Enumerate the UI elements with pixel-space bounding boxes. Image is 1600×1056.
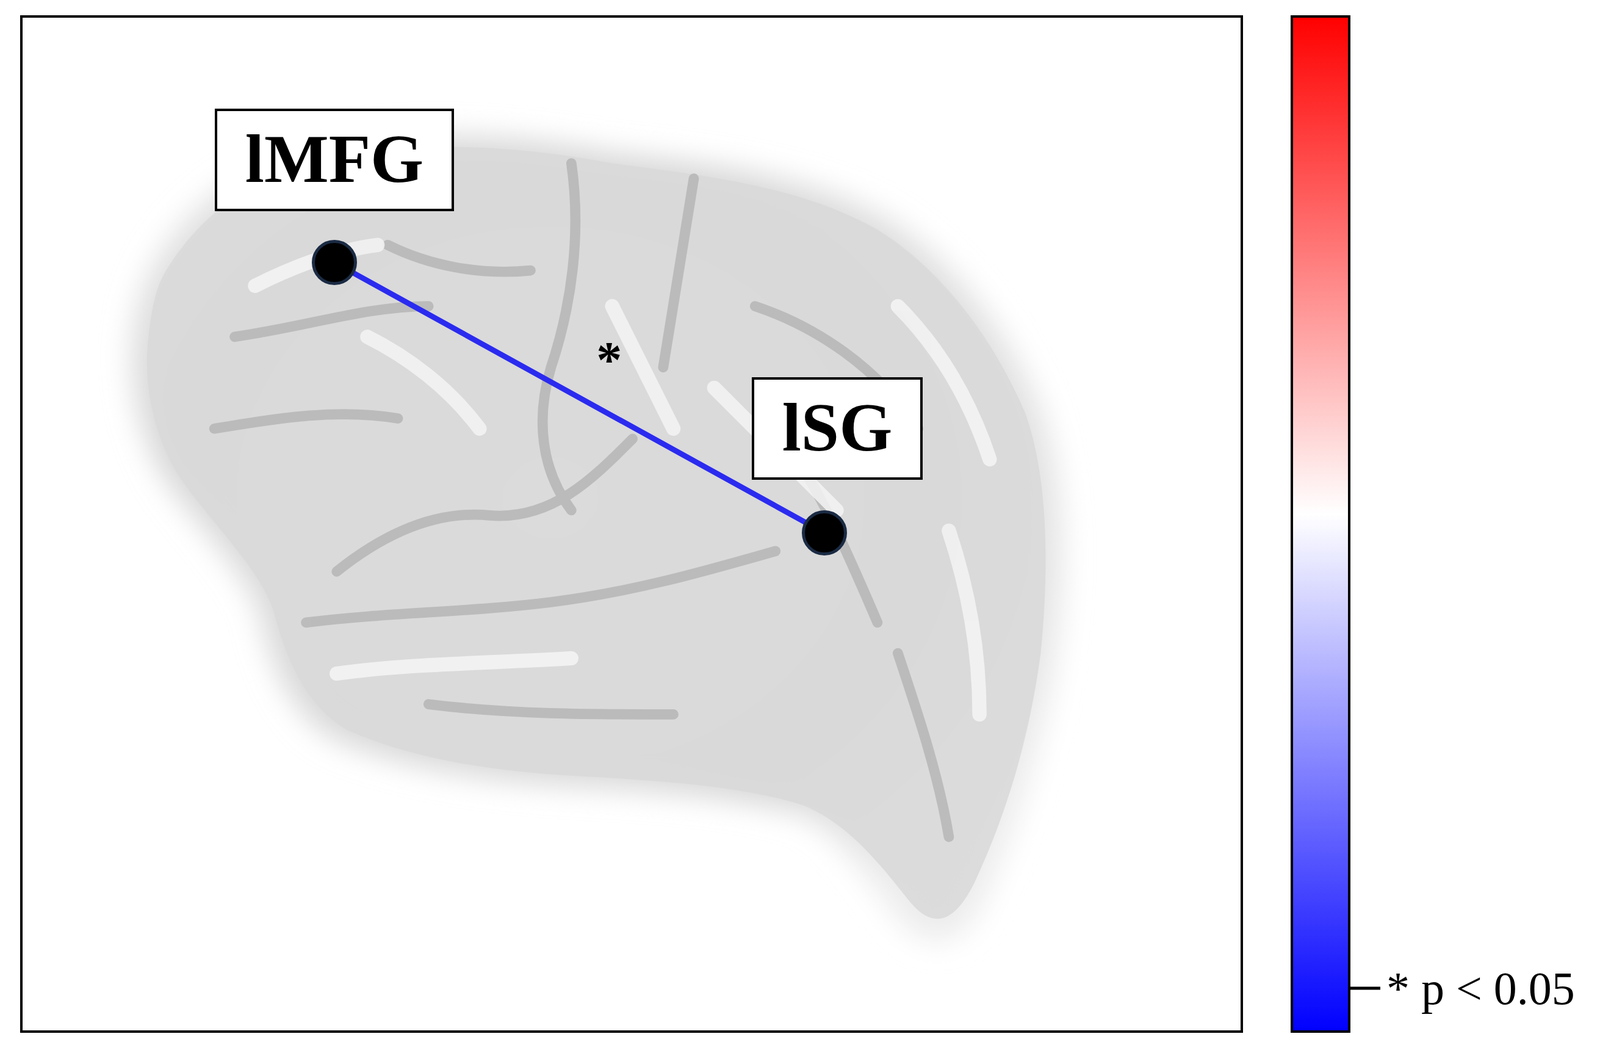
connectivity-line [353,273,805,522]
region-label: lMFG [214,108,455,212]
significance-mark: * [596,334,622,386]
threshold-label: * p < 0.05 [1386,964,1575,1012]
region-label: lSG [751,377,924,480]
region-dot: lMFG [311,239,357,285]
region-dot: lSG [801,510,847,556]
connectivity-line [353,273,805,522]
